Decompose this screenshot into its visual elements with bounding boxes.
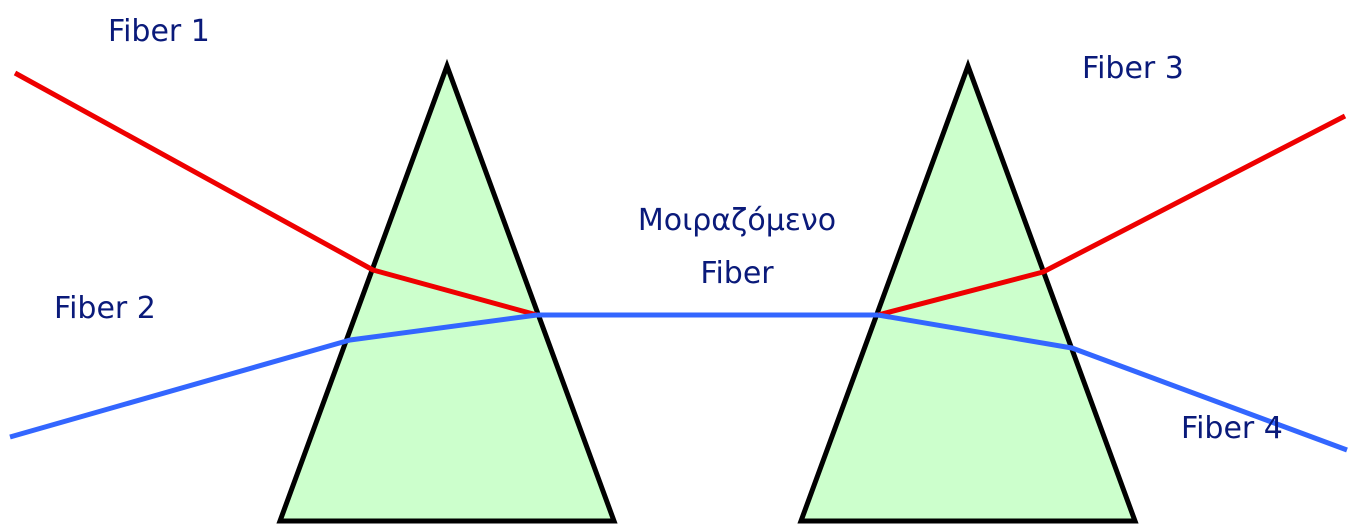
shared-fiber-label-line2: Fiber [700,256,774,291]
fiber-2-label: Fiber 2 [54,291,156,326]
blue-beam-exit [877,312,1348,453]
blue-beam [9,312,538,440]
fiber-3-label: Fiber 3 [1082,51,1184,86]
left-prism [276,58,618,524]
fiber-4-label: Fiber 4 [1181,411,1283,446]
fiber-1-label: Fiber 1 [108,14,210,49]
shared-fiber-label-line1: Μοιραζόμενο [638,203,836,238]
red-beam-exit [877,113,1347,318]
red-beam [13,70,538,318]
